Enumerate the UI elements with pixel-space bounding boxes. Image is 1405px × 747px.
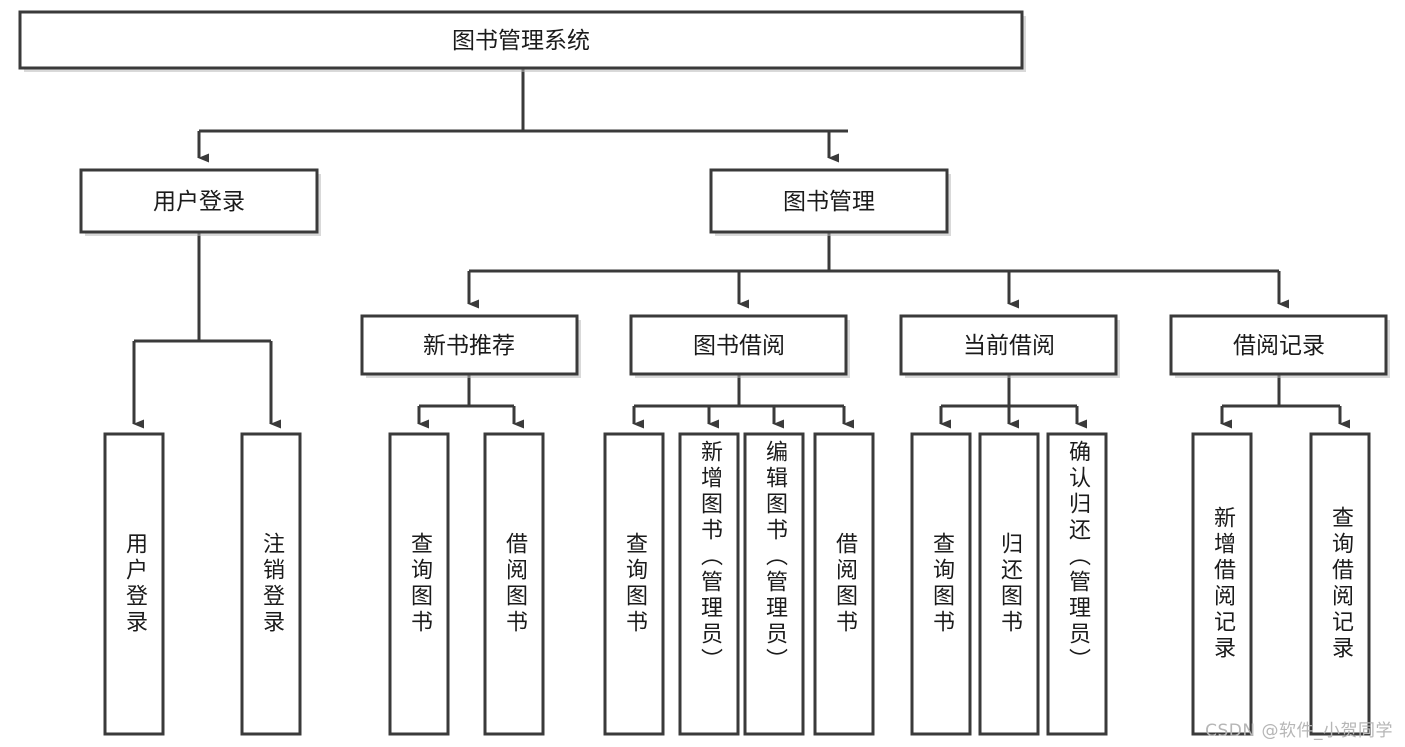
node-user-login[interactable]: 用户登录 — [79, 168, 321, 236]
node-leaf-query-book-2[interactable] — [603, 432, 665, 736]
node-user-login-label: 用户登录 — [153, 189, 245, 215]
edge-root-to-level2 — [197, 68, 848, 163]
node-new-book-rec-label: 新书推荐 — [423, 333, 515, 359]
edge-new-book-rec-to-leaves — [417, 374, 524, 429]
node-leaf-edit-book[interactable] — [743, 432, 805, 736]
node-current-borrow-label: 当前借阅 — [963, 333, 1055, 359]
node-leaf-query-book-3[interactable] — [910, 432, 972, 736]
node-borrow-record-label: 借阅记录 — [1233, 333, 1325, 359]
node-leaf-query-book-1[interactable] — [388, 432, 450, 736]
node-leaf-query-record[interactable] — [1309, 432, 1371, 736]
node-leaf-confirm-return[interactable] — [1046, 432, 1108, 736]
node-leaf-logout[interactable] — [240, 432, 302, 736]
edge-user-login-to-leaves — [132, 232, 281, 429]
node-leaf-borrow-book-2[interactable] — [813, 432, 875, 736]
edge-current-borrow-to-leaves — [939, 374, 1087, 429]
node-root[interactable]: 图书管理系统 — [18, 10, 1026, 72]
node-book-borrow[interactable]: 图书借阅 — [629, 314, 850, 378]
node-root-label: 图书管理系统 — [452, 28, 590, 54]
node-leaf-add-book[interactable] — [678, 432, 740, 736]
node-leaf-add-record[interactable] — [1191, 432, 1253, 736]
node-borrow-record[interactable]: 借阅记录 — [1169, 314, 1390, 378]
edge-book-borrow-to-leaves — [632, 374, 854, 429]
node-leaf-borrow-book-1[interactable] — [483, 432, 545, 736]
edge-borrow-record-to-leaves — [1220, 374, 1350, 429]
node-book-manage-label: 图书管理 — [783, 189, 875, 215]
edge-book-manage-to-level3 — [467, 232, 1289, 309]
node-book-borrow-label: 图书借阅 — [693, 333, 785, 359]
node-current-borrow[interactable]: 当前借阅 — [899, 314, 1120, 378]
node-new-book-rec[interactable]: 新书推荐 — [360, 314, 581, 378]
node-book-manage[interactable]: 图书管理 — [709, 168, 951, 236]
node-leaf-return-book[interactable] — [978, 432, 1040, 736]
node-leaf-user-login[interactable] — [103, 432, 165, 736]
